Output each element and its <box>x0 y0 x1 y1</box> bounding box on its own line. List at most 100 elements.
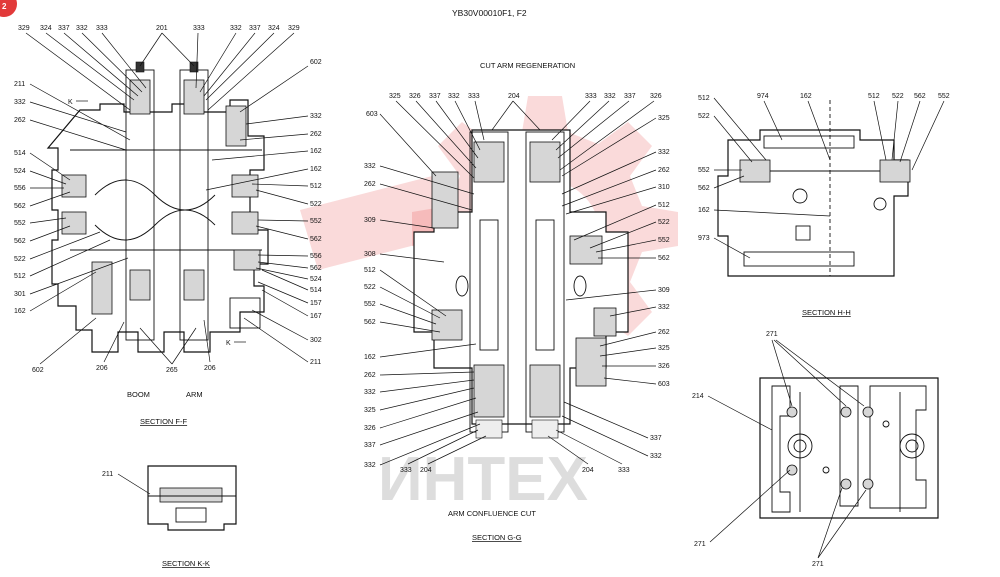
ff-right-label: 514 <box>310 287 322 294</box>
gg-right-label: 512 <box>658 202 670 209</box>
gg-right-label: 325 <box>658 345 670 352</box>
gg-left-label: 309 <box>364 217 376 224</box>
gg-left-label: 522 <box>364 284 376 291</box>
port-label: 271 <box>694 541 706 548</box>
ff-left-label: 522 <box>14 256 26 263</box>
gg-left-label: 332 <box>364 163 376 170</box>
hh-label: 562 <box>914 93 926 100</box>
gg-left-label: 332 <box>364 389 376 396</box>
ff-k-marker-top: K <box>68 99 73 106</box>
gg-left-label: 326 <box>364 425 376 432</box>
gg-right-label: 332 <box>658 304 670 311</box>
gg-right-label: 337 <box>650 435 662 442</box>
hh-label: 512 <box>698 95 710 102</box>
ff-right-label: 162 <box>310 148 322 155</box>
ff-right-label: 262 <box>310 131 322 138</box>
gg-left-label: 262 <box>364 181 376 188</box>
gg-section-caption: SECTION G-G <box>472 533 522 542</box>
gg-right-label: 310 <box>658 184 670 191</box>
section-ff-view: K K <box>46 61 269 353</box>
port-label: 271 <box>766 331 778 338</box>
gg-right-labels: 325 332 262 310 512 522 552 562 309 332 … <box>561 115 670 460</box>
gg-top-label: 325 <box>389 93 401 100</box>
ff-left-label: 514 <box>14 150 26 157</box>
ff-left-label: 562 <box>14 203 26 210</box>
gg-left-labels: 603 332 262 309 308 512 522 552 562 162 … <box>364 111 481 469</box>
port-face-view <box>759 377 939 519</box>
ff-top-label: 337 <box>58 25 70 32</box>
gg-left-label: 308 <box>364 251 376 258</box>
hh-label: 552 <box>698 167 710 174</box>
gg-top-label: 332 <box>604 93 616 100</box>
ff-right-label: 167 <box>310 313 322 320</box>
gg-top-labels: 325 326 337 332 333 204 333 332 337 326 <box>389 93 662 179</box>
ff-bottom-label: 206 <box>204 365 216 372</box>
ff-right-labels: 602 332 262 162 162 512 522 552 562 556 … <box>205 59 322 366</box>
ff-right-label: 556 <box>310 253 322 260</box>
ff-sub-label-arm: ARM <box>186 390 203 399</box>
gg-right-label: 603 <box>658 381 670 388</box>
hh-label: 552 <box>938 93 950 100</box>
ff-right-label: 524 <box>310 276 322 283</box>
gg-left-label: 512 <box>364 267 376 274</box>
hh-label: 973 <box>698 235 710 242</box>
gg-bottom-label: 333 <box>618 467 630 474</box>
gg-right-label: 332 <box>650 453 662 460</box>
ff-bottom-label: 265 <box>166 367 178 374</box>
gg-top-label: 204 <box>508 93 520 100</box>
section-kk-view: 211 SECTION K-K <box>102 465 237 568</box>
ff-left-label: 512 <box>14 273 26 280</box>
gg-bottom-caption: ARM CONFLUENCE CUT <box>448 509 536 518</box>
gg-top-label: 326 <box>650 93 662 100</box>
gg-bottom-labels: 333 204 204 333 <box>400 429 630 474</box>
ff-bottom-labels: 602 206 265 206 BOOM ARM SECTION F-F <box>32 317 216 426</box>
ff-top-label: 332 <box>230 25 242 32</box>
hh-label: 512 <box>868 93 880 100</box>
ff-left-label: 262 <box>14 117 26 124</box>
gg-right-label: 262 <box>658 167 670 174</box>
ff-right-label: 302 <box>310 337 322 344</box>
ff-bottom-label: 602 <box>32 367 44 374</box>
gg-top-label: 332 <box>448 93 460 100</box>
corner-badge-text: 2 <box>2 2 7 11</box>
ff-right-label: 552 <box>310 218 322 225</box>
gg-right-label: 332 <box>658 149 670 156</box>
ff-top-labels: 329 324 337 332 333 201 333 332 337 324 … <box>18 25 300 111</box>
ff-top-label: 332 <box>76 25 88 32</box>
ff-top-label: 329 <box>288 25 300 32</box>
ff-right-label: 211 <box>310 359 321 366</box>
port-view-labels: 271 214 271 271 <box>692 331 867 568</box>
gg-left-label: 337 <box>364 442 376 449</box>
drawing-title: YB30V00010F1, F2 <box>452 8 527 18</box>
hh-label: 162 <box>800 93 812 100</box>
ff-top-label: 333 <box>96 25 108 32</box>
ff-left-label: 301 <box>14 291 26 298</box>
ff-right-label: 562 <box>310 236 322 243</box>
gg-top-label: 333 <box>468 93 480 100</box>
ff-top-label: 337 <box>249 25 261 32</box>
gg-top-label: 333 <box>585 93 597 100</box>
ff-sub-label-boom: BOOM <box>127 390 150 399</box>
ff-left-label: 524 <box>14 168 26 175</box>
gg-top-caption: CUT ARM REGENERATION <box>480 61 575 70</box>
ff-left-label: 562 <box>14 238 26 245</box>
gg-right-label: 326 <box>658 363 670 370</box>
ff-right-label: 562 <box>310 265 322 272</box>
ff-left-label: 556 <box>14 185 26 192</box>
gg-left-label: 562 <box>364 319 376 326</box>
gg-right-label: 552 <box>658 237 670 244</box>
ff-right-label: 602 <box>310 59 322 66</box>
gg-top-label: 337 <box>624 93 636 100</box>
gg-left-label: 552 <box>364 301 376 308</box>
ff-right-label: 162 <box>310 166 322 173</box>
watermark-text: ИНТЕХ <box>378 445 588 514</box>
gg-left-label: 603 <box>366 111 378 118</box>
gg-top-label: 337 <box>429 93 441 100</box>
gg-top-label: 326 <box>409 93 421 100</box>
gg-right-label: 522 <box>658 219 670 226</box>
gg-bottom-label: 204 <box>582 467 594 474</box>
hh-labels: 512 522 974 162 512 522 562 552 552 562 … <box>698 93 950 259</box>
kk-label: 211 <box>102 471 113 478</box>
gg-bottom-label: 204 <box>420 467 432 474</box>
